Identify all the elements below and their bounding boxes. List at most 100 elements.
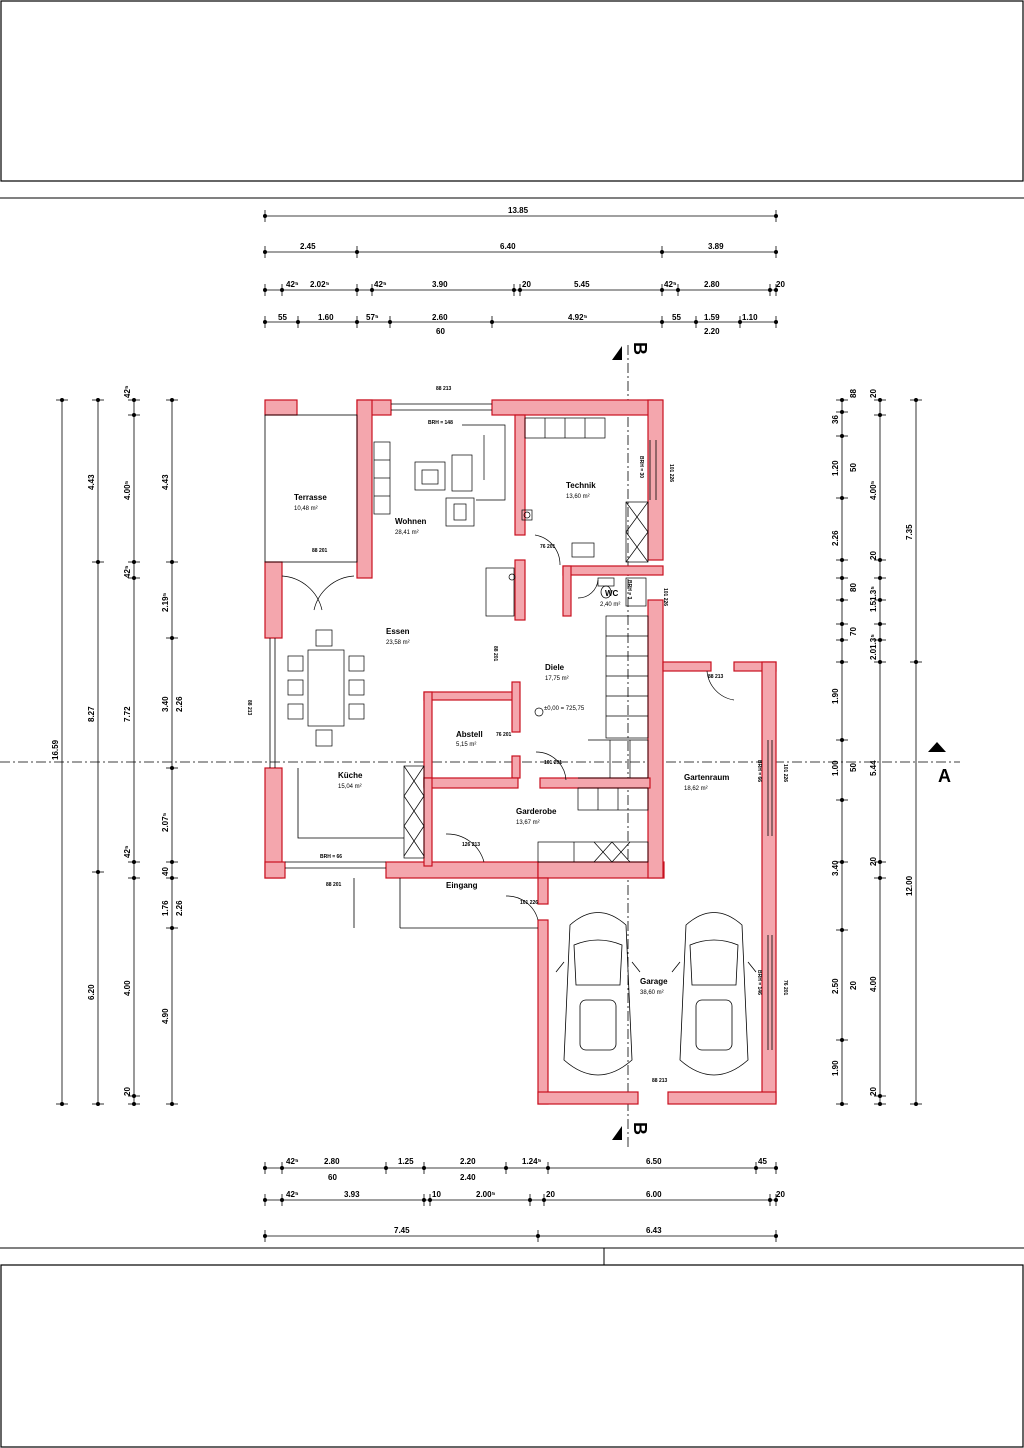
dimension-dot [131,1094,136,1099]
dim-top-r4-2: 1.60 [318,313,334,322]
area-gartenraum: 18,62 m² [684,786,708,792]
dim-left-b5: 42⁵ [123,845,132,858]
room-kueche: Küche [338,771,363,780]
tag-door-p: 101 226 [782,764,788,782]
elevation-symbol [534,707,544,717]
dim-top-r4-5: 4.92⁵ [568,313,588,322]
dimension-dot [279,1166,284,1171]
dim-top-r4-7: 1.59 [704,313,720,322]
dim-bot-r1-3: 1.25 [398,1157,414,1166]
room-gartenraum: Gartenraum [684,773,729,782]
dim-top-r3-7: 42⁵ [664,280,677,289]
dimension-dot [169,636,174,641]
dimension-dot [369,287,374,292]
dimension-dot [546,1166,551,1171]
dimension-dot [768,287,773,292]
dimension-dot [840,409,845,414]
dim-right-b5: 4.00 [869,976,878,992]
dim-right-a2-3: 20 [869,551,878,560]
dim-top-r2-2: 6.40 [500,242,516,251]
dimension-dot [840,798,845,803]
dim-right-a6: 3.40 [831,860,840,876]
dim-top-r4-3: 57⁵ [366,313,379,322]
dim-right-a1: 36 [831,415,840,424]
dimension-dot [131,1102,136,1107]
dim-right-ob: 12.00 [905,875,914,896]
dim-top-r4-sub2: 2.20 [704,327,720,336]
dim-right-a3: 2.26 [831,530,840,546]
dim-left-c6: 4.90 [161,1008,170,1024]
room-essen: Essen [386,627,410,636]
doors [281,534,735,921]
dim-bot-r1-6: 6.50 [646,1157,662,1166]
dim-right-a2-2: 50 [849,463,858,472]
dim-top-r3-1: 42⁵ [286,280,299,289]
dim-bot-r1-4: 2.20 [460,1157,476,1166]
dimension-dot [878,660,883,665]
dimension-dot [354,249,359,254]
area-garderobe: 13,67 m² [516,820,540,826]
dimension-dot [421,1166,426,1171]
dimension-dot [878,638,883,643]
section-b-label-bottom: B [630,1122,650,1135]
dimension-dot [774,287,779,292]
dimension-dot [279,287,284,292]
area-garage: 38,60 m² [640,990,664,996]
furniture [287,417,649,863]
dim-bot-r1-sub1: 60 [328,1173,337,1182]
dimension-dot [536,1234,541,1239]
elevation-mark: ±0,00 = 725,75 [544,706,585,712]
dimension-dot [878,1102,883,1107]
section-a-label: A [938,766,951,786]
dim-bot-r2-3: 10 [432,1190,441,1199]
dim-top-r2-3: 3.89 [708,242,724,251]
dimension-dot [878,876,883,881]
dimension-dot [768,1198,773,1203]
room-garderobe: Garderobe [516,807,557,816]
dimension-dot [354,319,359,324]
dim-bot-r1-5: 1.24⁵ [522,1157,542,1166]
dim-left-overall: 16.59 [51,739,60,760]
dim-right-a2-4: 70 [849,627,858,636]
dim-top-r2-1: 2.45 [300,242,316,251]
dimension-dot [754,1166,759,1171]
dimension-dot [774,213,779,218]
dim-right-b1: 4.00⁵ [869,480,878,500]
dimension-dot [60,397,65,402]
dimension-dot [542,1198,547,1203]
dimension-dot [512,287,517,292]
dimension-dot [169,766,174,771]
dim-right-a8: 1.90 [831,1060,840,1076]
dimension-dot [262,213,267,218]
tag-door-e: 101 226 [662,588,668,606]
room-terrasse: Terrasse [294,493,327,502]
dim-right-a2: 1.20 [831,460,840,476]
tags: BRH = 148 BRH = 30 BRH = 3 BRH = 66 BRH … [246,386,788,1084]
dimension-dot [660,287,665,292]
room-abstell: Abstell [456,730,483,739]
tag-door-c: 88 201 [312,548,328,554]
dimension-dot [169,560,174,565]
dimension-dot [878,860,883,865]
dimension-dot [169,1102,174,1107]
dimension-dot [774,1166,779,1171]
dimension-dot [131,860,136,865]
dim-top-r3-3: 42⁵ [374,280,387,289]
dim-right-b3: 2.01.3⁵ [869,634,878,660]
tag-brh-wohnen: BRH = 148 [428,420,453,426]
room-wohnen: Wohnen [395,517,427,526]
dim-right-a2-8: 20 [849,981,858,990]
dimension-dot [262,249,267,254]
title-frame-bottom [0,1264,1024,1448]
dim-top-overall: 13.85 [508,206,529,215]
dimension-dot [262,1166,267,1171]
area-terrasse: 10,48 m² [294,506,318,512]
dim-left-c2: 2.19⁵ [161,592,170,612]
tag-door-h: 76 201 [496,732,512,738]
dimension-dot [878,1094,883,1099]
dim-left-c1: 4.43 [161,474,170,490]
dim-bot-overall-1: 7.45 [394,1226,410,1235]
dim-bot-r1-2: 2.80 [324,1157,340,1166]
tag-door-g: 88 201 [492,646,498,662]
tag-door-m: 88 201 [326,882,342,888]
